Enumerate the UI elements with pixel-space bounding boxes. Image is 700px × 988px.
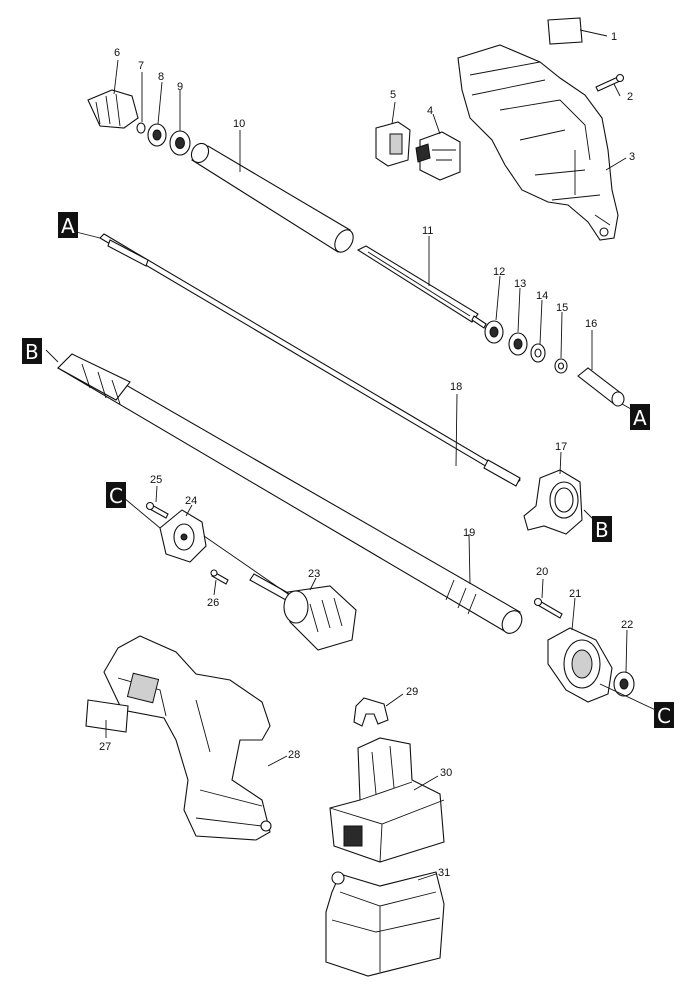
marker-b-left: B [22, 338, 42, 364]
part-label-14: 14 [536, 290, 548, 302]
part-label-23: 23 [308, 568, 320, 580]
part-24-motor-bracket [159, 509, 207, 563]
part-22-bearing [613, 671, 635, 697]
part-label-4: 4 [427, 105, 433, 117]
part-16-coupling [577, 367, 625, 407]
marker-c-right: C [654, 702, 674, 728]
part-4-switch [415, 131, 461, 181]
svg-text:A: A [61, 214, 75, 238]
marker-c-left: C [106, 482, 126, 508]
part-label-24: 24 [185, 495, 197, 507]
part-label-30: 30 [440, 767, 452, 779]
svg-text:B: B [595, 518, 609, 542]
part-label-15: 15 [556, 302, 568, 314]
part-label-7: 7 [138, 60, 144, 72]
svg-text:B: B [25, 340, 39, 364]
part-31-battery-case [325, 871, 445, 977]
svg-text:C: C [109, 484, 123, 508]
marker-a-bottom: A [630, 404, 650, 430]
marker-b-right: B [592, 516, 612, 542]
part-20-screw [533, 597, 563, 619]
svg-text:C: C [657, 704, 671, 728]
part-9-bearing [169, 130, 191, 156]
part-label-2: 2 [627, 91, 633, 103]
part-12-bearing [484, 320, 504, 344]
part-label-9: 9 [177, 81, 183, 93]
part-27-label [85, 699, 129, 733]
part-label-13: 13 [514, 278, 526, 290]
part-6-chuck [87, 89, 139, 129]
part-30-battery [329, 737, 445, 863]
part-label-19: 19 [463, 527, 475, 539]
part-label-26: 26 [207, 597, 219, 609]
part-label-18: 18 [450, 381, 462, 393]
part-28-handle-housing [103, 635, 272, 841]
part-18-drive-shaft [99, 233, 521, 487]
part-21-end-plate [547, 627, 613, 703]
part-10-tube [190, 142, 354, 253]
part-13-bearing [508, 332, 528, 356]
connection-markers: A A B B C C [22, 212, 674, 728]
part-label-11: 11 [422, 225, 433, 237]
part-label-20: 20 [536, 566, 548, 578]
part-label-10: 10 [233, 118, 245, 130]
part-7-washer [136, 122, 146, 134]
part-23-motor [249, 573, 357, 651]
part-label-3: 3 [629, 151, 635, 163]
part-label-22: 22 [621, 619, 633, 631]
part-label-6: 6 [114, 47, 120, 59]
part-14-ring [530, 343, 546, 363]
part-label-31: 31 [438, 867, 450, 879]
part-label-28: 28 [288, 749, 300, 761]
part-number-labels: 1 2 3 4 5 6 7 8 9 10 11 12 13 14 15 16 1… [99, 31, 635, 879]
part-label-21: 21 [569, 588, 581, 600]
part-3-housing-cover [457, 44, 619, 241]
part-5-switch-cover [375, 121, 411, 167]
part-2-screw [595, 73, 625, 92]
part-15-washer [554, 358, 568, 374]
part-label-29: 29 [406, 686, 418, 698]
part-29-clip [353, 697, 389, 727]
part-label-8: 8 [158, 71, 164, 83]
svg-text:A: A [633, 406, 647, 430]
part-8-bearing [147, 123, 167, 147]
part-label-27: 27 [99, 741, 111, 753]
part-26-screw [210, 569, 229, 585]
part-19-outer-tube [57, 353, 523, 634]
part-1-label [547, 17, 583, 45]
part-label-16: 16 [585, 318, 597, 330]
part-label-25: 25 [150, 474, 162, 486]
part-label-12: 12 [493, 266, 505, 278]
part-17-collar [523, 469, 583, 535]
part-11-spindle [356, 245, 487, 329]
leader-lines [45, 29, 661, 881]
part-label-17: 17 [555, 441, 567, 453]
part-25-screw [145, 501, 169, 519]
marker-a-top: A [58, 212, 78, 238]
part-label-1: 1 [611, 31, 617, 43]
part-label-5: 5 [390, 89, 396, 101]
